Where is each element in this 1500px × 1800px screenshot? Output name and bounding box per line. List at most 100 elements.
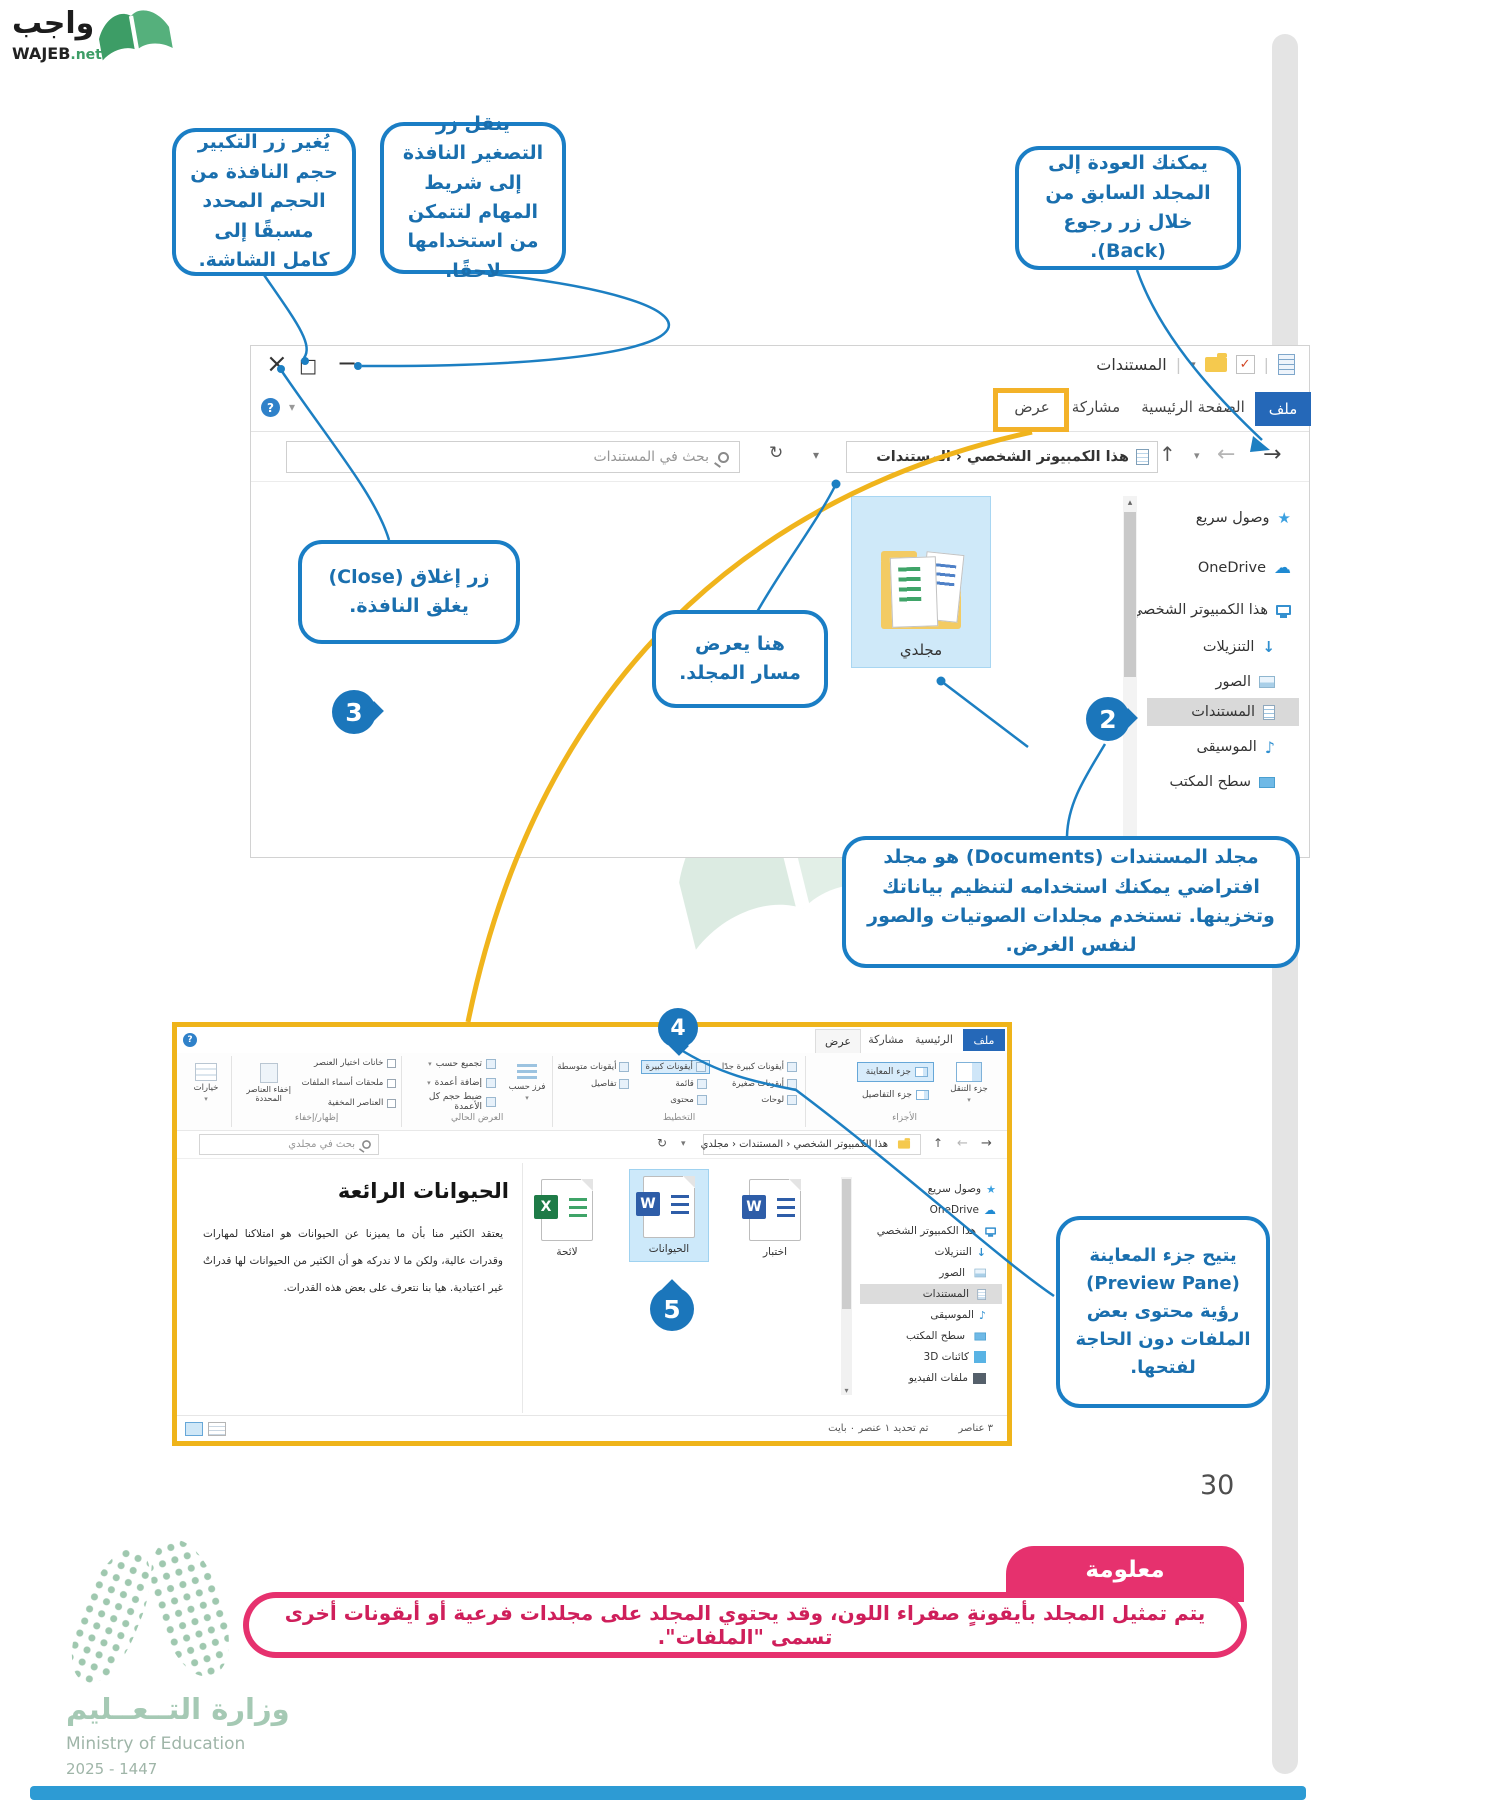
brand-latin: WAJEB: [12, 44, 71, 63]
toolbar-dropdown-icon[interactable]: ▾: [1190, 358, 1196, 371]
add-columns-button[interactable]: إضافة أعمدة ▾: [407, 1075, 501, 1091]
scrollbar-thumb[interactable]: [1124, 512, 1136, 677]
search-box[interactable]: بحث في مجلدي: [199, 1134, 379, 1155]
view-toggle-details-icon[interactable]: [185, 1422, 203, 1436]
maximize-button[interactable]: □: [299, 355, 317, 377]
sidebar-item-music[interactable]: ♪ الموسيقى: [860, 1305, 1002, 1325]
ribbon-group-layout: أيقونات كبيرة جدًا أيقونات كبيرة أيقونات…: [553, 1053, 805, 1130]
up-button[interactable]: ↑: [933, 1136, 944, 1150]
scrollbar[interactable]: ▴: [1123, 496, 1137, 848]
scrollbar-thumb[interactable]: [842, 1179, 851, 1309]
sidebar-item-desktop[interactable]: سطح المكتب: [860, 1326, 1002, 1346]
layout-medium-icons[interactable]: أيقونات متوسطة: [554, 1060, 632, 1074]
sidebar-item-documents[interactable]: المستندات: [1147, 698, 1299, 726]
help-icon[interactable]: ?: [261, 398, 280, 417]
folder-icon[interactable]: [1204, 353, 1227, 372]
preview-pane-icon: [915, 1066, 928, 1077]
preview-pane-button[interactable]: جزء المعاينة: [856, 1061, 934, 1082]
ministry-logo: وزارة التــعــليم Ministry of Education …: [57, 1531, 296, 1778]
sidebar-item-this-pc[interactable]: هذا الكمبيوتر الشخصي: [1131, 596, 1299, 624]
tab-view[interactable]: عرض: [815, 1029, 861, 1053]
address-dropdown-icon[interactable]: ▾: [681, 1139, 686, 1149]
tab-share[interactable]: مشاركة: [868, 1033, 904, 1046]
layout-large-icons[interactable]: أيقونات كبيرة: [641, 1060, 710, 1074]
layout-xl-icons[interactable]: أيقونات كبيرة جدًا: [719, 1060, 800, 1074]
tab-view[interactable]: عرض: [1014, 398, 1050, 416]
back-button[interactable]: →: [981, 1136, 992, 1151]
layout-details[interactable]: تفاصيل: [554, 1078, 632, 1090]
sidebar-item-downloads[interactable]: ↓ التنزيلات: [1147, 633, 1299, 661]
star-icon: ★: [1277, 509, 1291, 527]
file-tile-animals[interactable]: W الحيوانات: [629, 1169, 709, 1262]
size-columns-button[interactable]: ضبط حجم كل الأعمدة: [407, 1092, 501, 1112]
scroll-up-icon[interactable]: ▴: [1127, 498, 1133, 508]
nav-pane-icon: [956, 1062, 982, 1082]
item-checkboxes-option[interactable]: خانات اختيار العنصر: [302, 1055, 397, 1072]
ministry-name-english: Ministry of Education: [66, 1734, 246, 1754]
checkmark-icon[interactable]: ✓: [1235, 355, 1255, 374]
layout-list[interactable]: قائمة: [641, 1078, 709, 1090]
sidebar-item-desktop[interactable]: سطح المكتب: [1147, 768, 1299, 796]
tab-share[interactable]: مشاركة: [1071, 398, 1121, 416]
search-icon: [362, 1140, 371, 1149]
scrollbar[interactable]: ▾: [841, 1177, 852, 1395]
status-bar: ٣ عناصر تم تحديد ١ عنصر ٠ بايت: [177, 1415, 1007, 1441]
ribbon-collapse-icon[interactable]: ▾: [289, 400, 296, 414]
up-button[interactable]: ↑: [1159, 442, 1176, 466]
address-bar[interactable]: هذا الكمبيوتر الشخصي ‹ المستندات: [846, 441, 1158, 473]
sidebar-item-pictures[interactable]: الصور: [860, 1263, 1002, 1283]
callout-maximize: يُغير زر التكبير حجم النافذة من الحجم ال…: [172, 128, 356, 276]
back-button[interactable]: →: [1263, 442, 1282, 467]
word-file-icon: W: [636, 1176, 695, 1238]
tab-home[interactable]: الرئيسية: [915, 1033, 953, 1046]
group-by-button[interactable]: تجميع حسب ▾: [407, 1056, 501, 1072]
sidebar-item-videos[interactable]: ملفات الفيديو: [860, 1368, 1002, 1388]
address-dropdown-icon[interactable]: ▾: [813, 448, 820, 462]
help-icon[interactable]: ?: [183, 1033, 197, 1047]
file-tile-test[interactable]: W اختبار: [735, 1173, 815, 1264]
scroll-down-icon[interactable]: ▾: [844, 1386, 849, 1395]
search-box[interactable]: بحث في المستندات: [286, 441, 740, 473]
refresh-button[interactable]: ↻: [769, 443, 784, 463]
sidebar-item-onedrive[interactable]: ☁ OneDrive: [860, 1200, 1002, 1220]
address-bar[interactable]: هذا الكمبيوتر الشخصي ‹ المستندات ‹ مجلدي: [701, 1134, 921, 1155]
ribbon-group-current-view: فرز حسب ▾ تجميع حسب ▾ إضافة أعمدة ▾: [402, 1053, 552, 1130]
filename-extensions-option[interactable]: ملحقات أسماء الملفات: [302, 1075, 397, 1092]
recent-locations-icon[interactable]: ▾: [1194, 449, 1200, 462]
clipboard-icon[interactable]: [1278, 354, 1295, 375]
sidebar-item-documents[interactable]: المستندات: [860, 1284, 1002, 1304]
layout-tiles[interactable]: لوحات: [719, 1094, 800, 1106]
forward-button[interactable]: ←: [1217, 442, 1236, 467]
sort-icon: [517, 1064, 538, 1080]
sort-by-button[interactable]: فرز حسب ▾: [507, 1055, 547, 1111]
file-tile-list[interactable]: X لائحة: [527, 1173, 607, 1264]
tab-file[interactable]: ملف: [1255, 392, 1311, 426]
options-button[interactable]: خيارات ▾: [186, 1055, 226, 1111]
view-toggle-icons-icon[interactable]: [208, 1422, 226, 1436]
folder-tile-myfolder[interactable]: مجلدي: [851, 496, 991, 668]
tab-file[interactable]: ملف: [963, 1029, 1005, 1051]
refresh-button[interactable]: ↻: [657, 1136, 668, 1150]
details-pane-button[interactable]: جزء التفاصيل: [857, 1085, 934, 1105]
sidebar-item-onedrive[interactable]: ☁ OneDrive: [1147, 554, 1299, 582]
sidebar-item-quick-access[interactable]: ★ وصول سريع: [860, 1179, 1002, 1199]
sidebar-item-downloads[interactable]: ↓ التنزيلات: [860, 1242, 1002, 1262]
tab-home[interactable]: الصفحة الرئيسية: [1141, 398, 1245, 416]
layout-small-icons[interactable]: أيقونات صغيرة: [719, 1078, 800, 1090]
separator: |: [1175, 355, 1182, 374]
layout-content[interactable]: محتوى: [641, 1094, 709, 1106]
hidden-items-option[interactable]: العناصر المخفية: [302, 1095, 397, 1112]
close-button[interactable]: ×: [266, 349, 288, 379]
minimize-button[interactable]: −: [337, 349, 358, 377]
sidebar-item-label: الموسيقى: [1196, 739, 1257, 755]
forward-button[interactable]: ←: [957, 1136, 968, 1151]
sidebar-item-quick-access[interactable]: ★ وصول سريع: [1147, 504, 1299, 532]
nav-pane-button[interactable]: جزء التنقل ▾: [940, 1055, 998, 1111]
sidebar-item-label: الصور: [1215, 674, 1251, 690]
sidebar-item-music[interactable]: ♪ الموسيقى: [1147, 733, 1299, 761]
sidebar-item-3d-objects[interactable]: كائنات 3D: [860, 1347, 1002, 1367]
hide-selected-button[interactable]: إخفاء العناصر المحددة: [242, 1055, 296, 1111]
sidebar-item-this-pc[interactable]: هذا الكمبيوتر الشخصي: [860, 1221, 1002, 1241]
sidebar-item-pictures[interactable]: الصور: [1147, 668, 1299, 696]
